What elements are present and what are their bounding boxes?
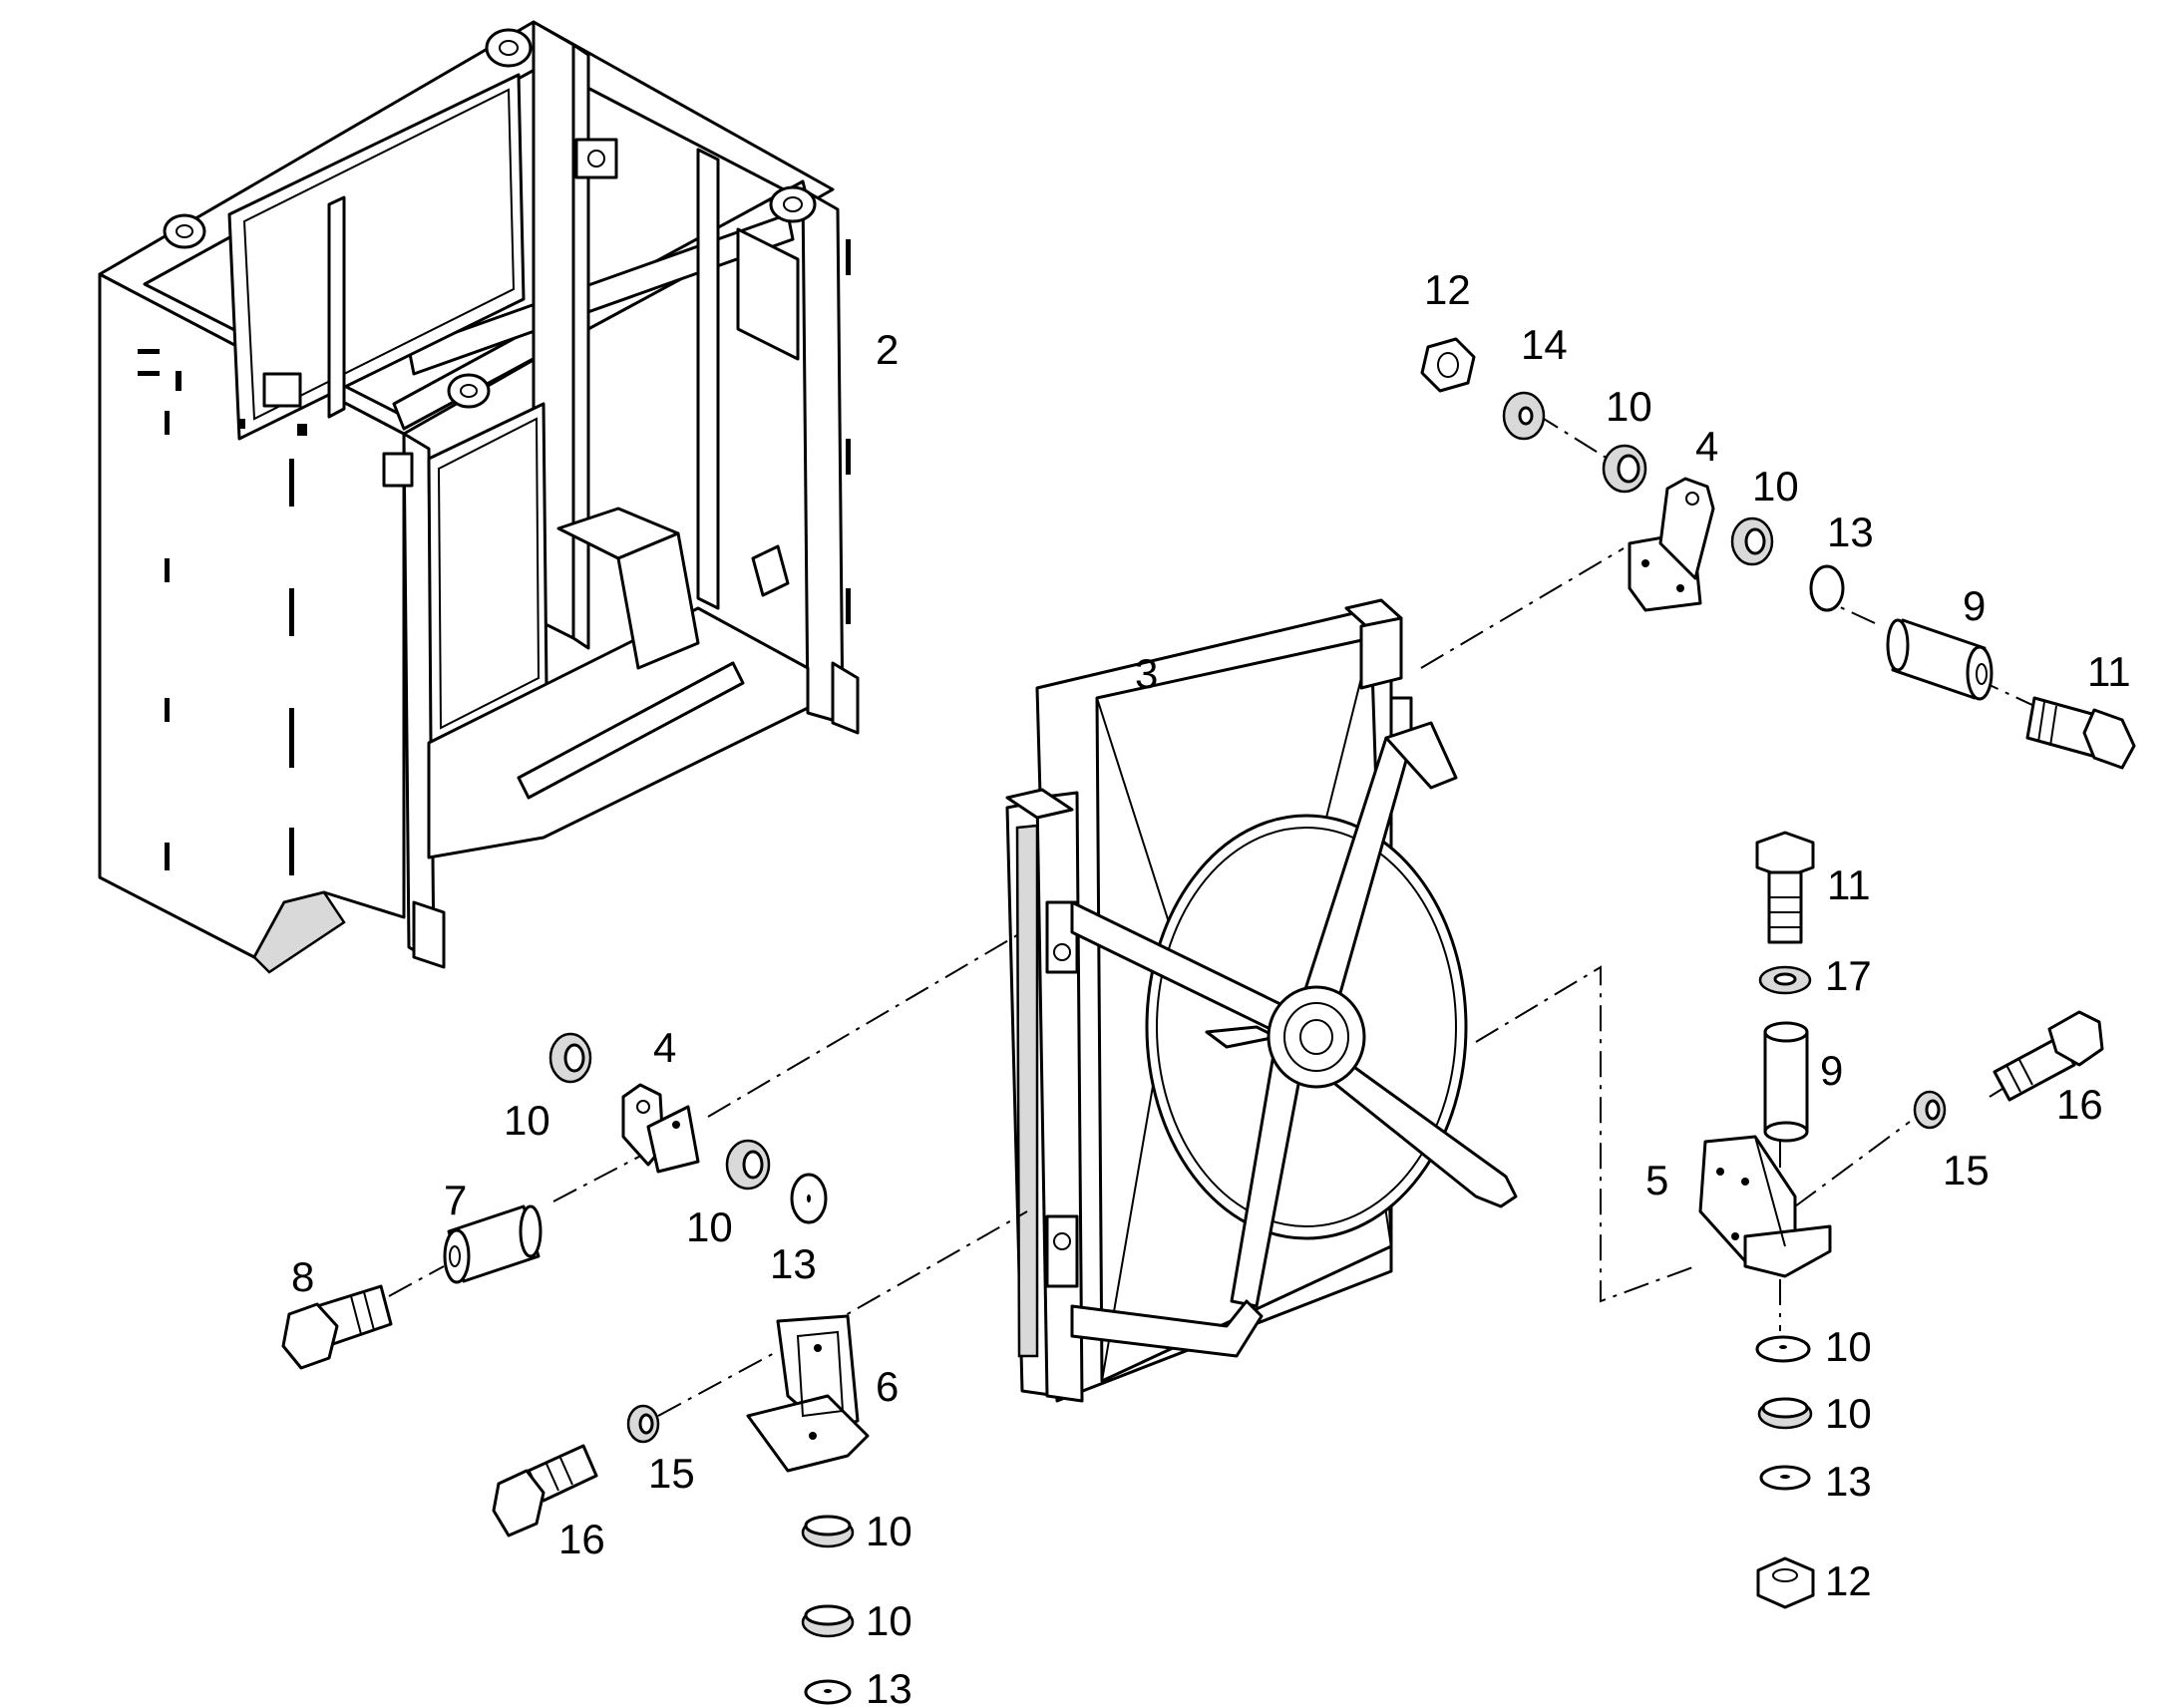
callout-10-left-d: 10	[866, 1597, 912, 1644]
support-frame	[98, 20, 860, 974]
callout-6: 6	[876, 1363, 899, 1410]
callout-16-right: 16	[2056, 1081, 2103, 1128]
callout-5: 5	[1645, 1157, 1668, 1203]
left-hardware	[281, 1032, 870, 1705]
callout-10-left-b: 10	[686, 1203, 733, 1250]
callout-4-left: 4	[653, 1024, 676, 1071]
callout-labels: 2 3 12 14 10 4 10 13 9 11 11 17 9 16 15 …	[291, 266, 2131, 1708]
callout-10-upper-b: 10	[1752, 463, 1799, 510]
callout-10-left-a: 10	[504, 1097, 550, 1144]
callout-9-right: 9	[1820, 1047, 1843, 1094]
callout-2: 2	[876, 326, 899, 373]
callout-7: 7	[444, 1177, 467, 1223]
callout-9-upper: 9	[1963, 582, 1986, 629]
callout-3: 3	[1135, 650, 1158, 697]
callout-10-right-b: 10	[1825, 1390, 1872, 1437]
callout-15-left: 15	[648, 1450, 695, 1497]
callout-4-upper: 4	[1695, 423, 1718, 470]
callout-14: 14	[1521, 321, 1568, 368]
callout-17: 17	[1825, 952, 1872, 999]
callout-16-left: 16	[558, 1516, 605, 1562]
callout-13-left: 13	[770, 1240, 817, 1287]
radiator-assembly	[1005, 598, 1518, 1403]
callout-8: 8	[291, 1253, 314, 1300]
right-column-hardware	[1698, 831, 2104, 1609]
callout-11-upper: 11	[2087, 648, 2131, 695]
callout-13-upper: 13	[1827, 509, 1874, 555]
upper-right-hardware	[1420, 337, 2136, 770]
callout-11-right: 11	[1827, 861, 1871, 908]
callout-13-right: 13	[1825, 1458, 1872, 1505]
callout-15-right: 15	[1943, 1147, 1990, 1194]
callout-12-top: 12	[1424, 266, 1471, 313]
callout-10-right-a: 10	[1825, 1323, 1872, 1370]
callout-10-left-c: 10	[866, 1508, 912, 1554]
callout-10-upper-a: 10	[1606, 383, 1652, 430]
callout-13-bottom: 13	[866, 1665, 912, 1708]
callout-12-bottom: 12	[1825, 1557, 1872, 1604]
